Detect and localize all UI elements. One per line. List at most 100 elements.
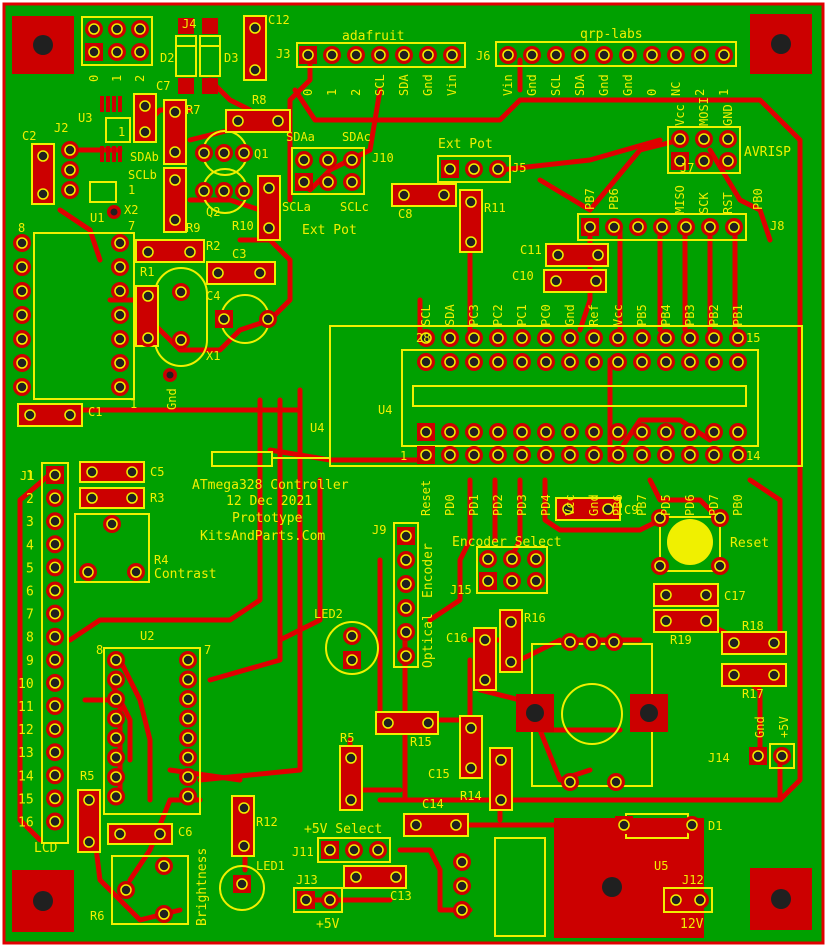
passive-pad-52 [228, 111, 248, 131]
u4-top-label: SCL [419, 304, 433, 326]
j1-pad-3 [45, 511, 65, 531]
u2-pin7: 7 [204, 643, 211, 657]
j1-pad-5 [45, 557, 65, 578]
passive-pad-29 [501, 652, 521, 672]
j1-pad-6 [45, 580, 65, 601]
passive-pad-7 [60, 405, 80, 425]
u2-right-6 [178, 747, 198, 768]
u4-top-label: Vcc [611, 304, 625, 326]
passive-pad-8 [82, 462, 102, 482]
j6-pad-7 [642, 45, 662, 65]
passive-pad-21 [418, 713, 438, 733]
u4-inner-top-2 [440, 352, 460, 372]
u2-right-4 [178, 708, 198, 729]
q2-pad-1 [194, 181, 214, 201]
j1-pad-12 [45, 719, 65, 739]
q1-pad-1 [194, 143, 214, 163]
j5-pad-1 [440, 159, 460, 179]
u2-left-2 [106, 669, 126, 690]
passive-pad-55 [165, 142, 185, 162]
ref-U2: U2 [140, 629, 154, 643]
ref-J13: J13 [296, 873, 318, 887]
passive-pad-65 [33, 184, 53, 204]
j6-pad-2 [522, 45, 542, 65]
brightness-label: Brightness [195, 848, 210, 926]
u4-bot-row-2 [440, 445, 460, 465]
ref-U4b: U4 [310, 421, 324, 435]
ref-C16: C16 [446, 631, 468, 645]
u4-top-label: PB5 [635, 304, 649, 326]
j4-pin-label: 0 [87, 75, 101, 82]
ref-J4: J4 [182, 17, 196, 31]
d1-pad-k [614, 815, 634, 835]
led1-pad-k [232, 874, 252, 894]
j6-pad-5 [594, 45, 614, 65]
u1-left-7 [12, 377, 32, 397]
q1-pad-2 [214, 143, 234, 163]
passive-pad-22 [461, 718, 481, 738]
j6-pad-1 [498, 45, 518, 65]
net-sdaa: SDAa [286, 130, 315, 144]
u4-bot-label: PD0 [443, 494, 457, 516]
ref-C6: C6 [178, 825, 192, 839]
ref-R10: R10 [232, 219, 254, 233]
ref-R1: R1 [140, 265, 154, 279]
u2-left-4 [106, 708, 126, 729]
j7-bot-label: SCK [697, 192, 711, 214]
mounting-holes [12, 14, 812, 932]
j4-top-1 [84, 19, 104, 39]
ref-J8: J8 [770, 219, 784, 233]
u4-top-label: PB2 [707, 304, 721, 326]
j1-pin-number: 11 [18, 700, 34, 715]
u4-inner-bot-11 [656, 422, 676, 442]
u4-inner-top-3 [464, 352, 484, 372]
plus5v-j13-label: +5V [316, 917, 340, 932]
j8-pad-7 [724, 217, 744, 237]
u2-left-7 [106, 767, 126, 787]
ref-R12: R12 [256, 815, 278, 829]
u4-top-label: PB4 [659, 304, 673, 326]
ref-J10: J10 [372, 151, 394, 165]
passive-pad-1 [180, 242, 200, 262]
u4-inner-bot-4 [488, 422, 508, 442]
j1-pad-7 [45, 603, 65, 624]
q2-pad-2 [214, 181, 234, 201]
passive-pad-18 [341, 748, 361, 768]
j4-bot-3 [130, 42, 150, 62]
led2-pad-k [342, 650, 362, 670]
ref-R17: R17 [742, 687, 764, 701]
silkscreen [33, 16, 803, 925]
u1-pin8: 8 [18, 221, 25, 235]
encoder-select-label: Encoder Select [452, 535, 562, 550]
j4-top-2 [107, 19, 127, 39]
u1-right-6 [110, 353, 130, 373]
j1-pin-number: 6 [26, 585, 34, 600]
u4-inner-bot-6 [536, 422, 556, 442]
passive-pad-28 [501, 612, 521, 632]
j7-top-3 [718, 129, 738, 149]
j8-pin-label: PB7 [583, 188, 597, 210]
ref-R14: R14 [460, 789, 482, 803]
j6-pad-3 [546, 45, 566, 65]
j4-top-3 [130, 19, 150, 39]
ref-U4a: U4 [378, 403, 392, 417]
j3-pin-label: SCL [373, 74, 387, 96]
u2-right-1 [178, 650, 198, 670]
gnd-j14-label: Gnd [753, 716, 767, 738]
j4-pin-label: 2 [133, 75, 147, 82]
j9-pad-6 [396, 646, 416, 666]
j4-bot-1 [84, 42, 104, 62]
passive-pad-48 [394, 185, 414, 205]
j1-pin-number: 5 [26, 561, 34, 576]
ref-D3: D3 [224, 51, 238, 65]
ref-R5b: R5 [80, 769, 94, 783]
j3-pad-4 [370, 45, 390, 65]
u4-inner-bot-1 [416, 422, 436, 442]
passive-pad-57 [165, 210, 185, 230]
x1-pin1: 1 [132, 335, 139, 349]
passive-pad-2 [208, 263, 228, 283]
u1-left-4 [12, 305, 32, 325]
ref-U5: U5 [654, 859, 668, 873]
passive-pad-35 [696, 585, 716, 605]
u4-top-label: PC1 [515, 304, 529, 326]
